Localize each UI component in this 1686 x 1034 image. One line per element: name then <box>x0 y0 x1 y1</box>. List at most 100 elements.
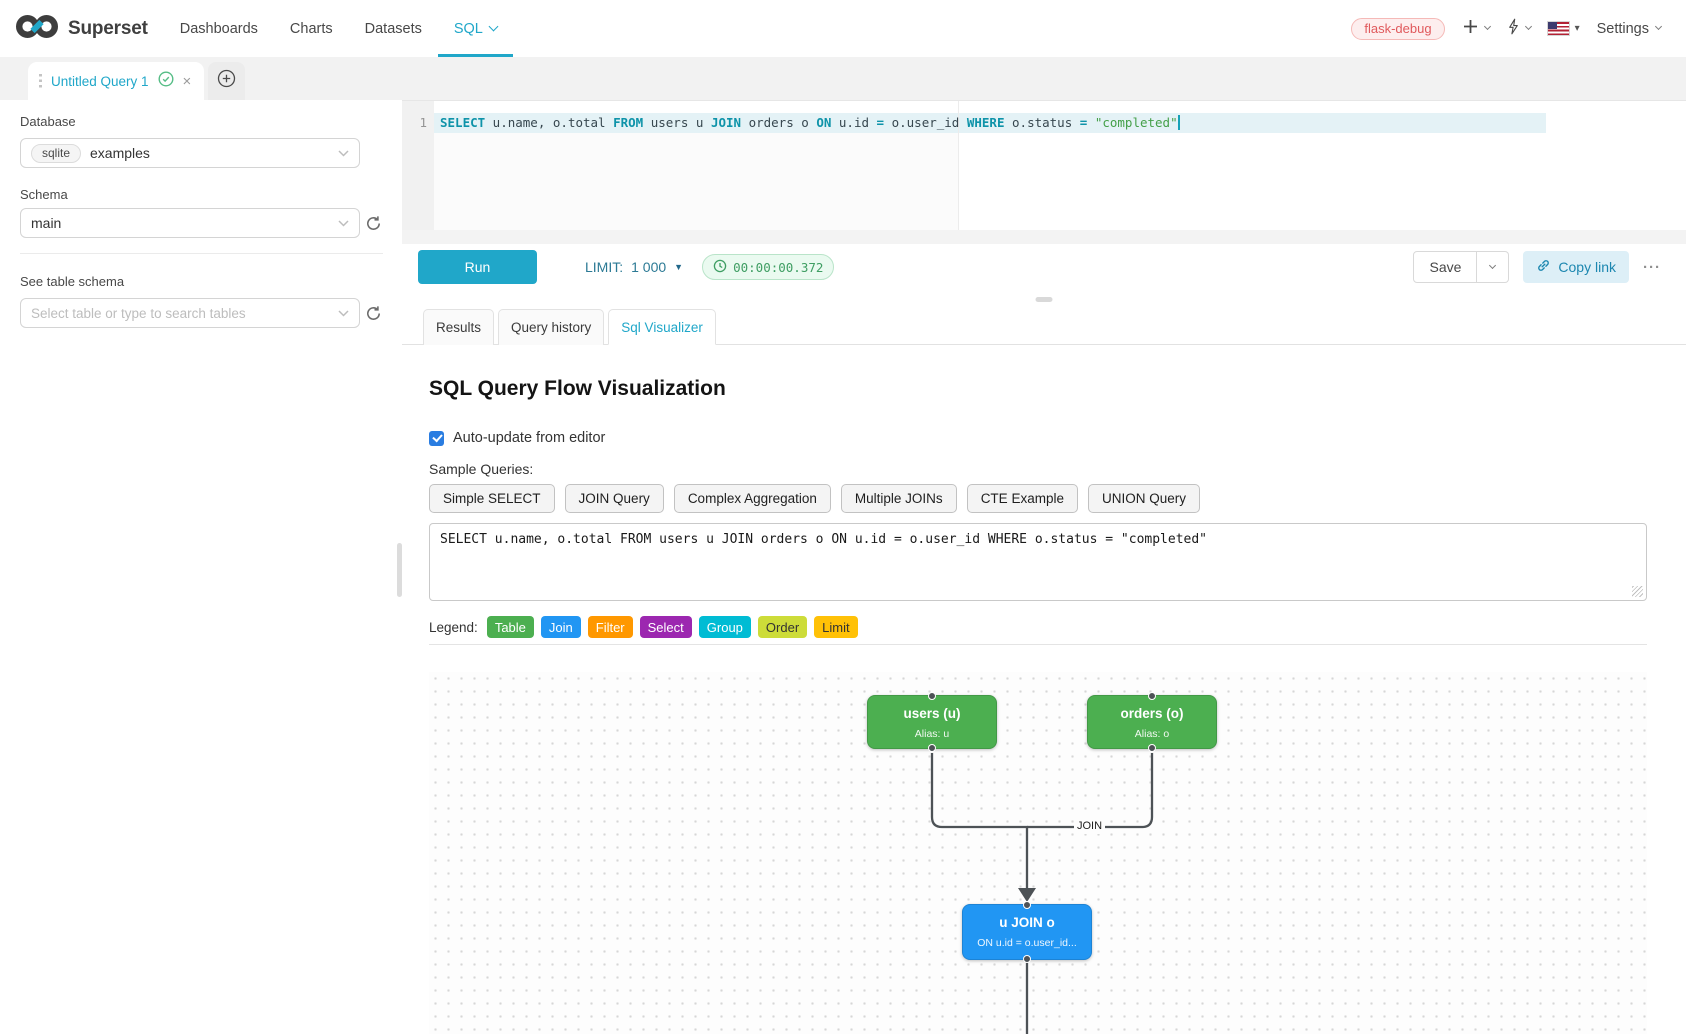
query-tab-untitled[interactable]: Untitled Query 1 × <box>28 62 205 100</box>
navbar: Superset Dashboards Charts Datasets SQL … <box>0 0 1686 57</box>
copy-link-button[interactable]: Copy link <box>1523 251 1629 284</box>
tab-query-history[interactable]: Query history <box>498 309 605 345</box>
navbar-right: flask-debug ▾ Settings <box>1351 17 1663 40</box>
run-button[interactable]: Run <box>418 250 537 285</box>
database-select[interactable]: sqlite examples <box>20 138 360 168</box>
save-dropdown-button[interactable] <box>1477 251 1510 284</box>
resize-drag-handle[interactable] <box>1035 297 1053 303</box>
toolbar-right: Save Copy link ··· <box>1413 251 1661 284</box>
language-picker[interactable]: ▾ <box>1546 21 1580 36</box>
nav-item-dashboards[interactable]: Dashboards <box>179 20 258 37</box>
lightning-icon <box>1507 18 1520 40</box>
nav-item-datasets[interactable]: Datasets <box>364 20 422 37</box>
superset-logo[interactable]: Superset <box>14 13 148 45</box>
workspace: Database sqlite examples Schema main See… <box>0 100 1686 1034</box>
plus-circle-icon <box>217 69 236 93</box>
sample-button-cte-example[interactable]: CTE Example <box>966 484 1078 513</box>
auto-update-checkbox[interactable] <box>429 430 444 446</box>
section-divider <box>429 644 1647 645</box>
sample-query-buttons: Simple SELECT JOIN Query Complex Aggrega… <box>429 484 1647 513</box>
sample-button-join-query[interactable]: JOIN Query <box>564 484 664 513</box>
saved-check-icon <box>158 70 174 92</box>
connection-handle[interactable] <box>1148 692 1156 700</box>
query-toolbar: Run LIMIT: 1 000 ▼ 00:00:00.372 Save <box>402 243 1686 292</box>
connection-handle[interactable] <box>1023 955 1031 963</box>
join-edge-label: JOIN <box>1074 819 1106 834</box>
sidebar-resize-handle[interactable] <box>397 543 402 597</box>
chevron-down-icon <box>338 214 349 232</box>
flow-node-users[interactable]: users (u) Alias: u <box>867 692 997 752</box>
save-button[interactable]: Save <box>1413 251 1478 284</box>
limit-value: 1 000 <box>631 259 667 276</box>
legend: Legend: Table Join Filter Select Group O… <box>429 616 1647 638</box>
legend-badge-join: Join <box>540 616 581 638</box>
flow-edges <box>930 753 1154 1034</box>
plus-icon <box>1462 18 1479 40</box>
caret-down-icon: ▼ <box>674 262 684 273</box>
tab-sql-visualizer[interactable]: Sql Visualizer <box>608 309 716 345</box>
refresh-schemas-button[interactable] <box>364 214 383 233</box>
nav-item-sql[interactable]: SQL <box>437 0 513 57</box>
limit-dropdown[interactable]: LIMIT: 1 000 ▼ <box>585 259 683 275</box>
us-flag-icon <box>1546 21 1570 36</box>
connection-handle[interactable] <box>928 744 936 752</box>
legend-badge-table: Table <box>486 616 534 638</box>
result-tabs: Results Query history Sql Visualizer <box>402 309 1686 345</box>
clock-icon <box>713 259 727 276</box>
flow-node-orders[interactable]: orders (o) Alias: o <box>1087 692 1217 752</box>
refresh-tables-button[interactable] <box>364 304 383 323</box>
schema-label: Schema <box>20 187 68 202</box>
connection-handle[interactable] <box>1023 901 1031 909</box>
node-title: u JOIN o <box>999 915 1055 930</box>
editor-gutter: 1 <box>402 101 434 230</box>
close-tab-icon[interactable]: × <box>182 72 192 90</box>
sql-code-line[interactable]: SELECT u.name, o.total FROM users u JOIN… <box>440 115 1180 130</box>
sample-button-multiple-joins[interactable]: Multiple JOINs <box>840 484 957 513</box>
tab-results[interactable]: Results <box>423 309 495 345</box>
link-icon <box>1536 258 1551 276</box>
connection-handle[interactable] <box>1148 744 1156 752</box>
node-subtitle: ON u.id = o.user_id... <box>977 937 1077 949</box>
sql-lab-shortcut-button[interactable] <box>1507 18 1532 40</box>
drag-handle-icon[interactable] <box>39 73 42 89</box>
query-flow-canvas[interactable]: users (u) Alias: u orders (o) Alias: o J… <box>429 672 1647 1034</box>
save-split-button: Save <box>1413 251 1510 284</box>
add-query-tab-button[interactable] <box>208 62 246 100</box>
query-text-input[interactable]: SELECT u.name, o.total FROM users u JOIN… <box>429 523 1647 601</box>
chevron-down-icon <box>1483 22 1491 31</box>
legend-badge-filter: Filter <box>587 616 633 638</box>
main-nav: Dashboards Charts Datasets SQL <box>179 0 513 57</box>
database-value: examples <box>90 145 150 161</box>
editor-bottom-strip <box>402 229 1686 244</box>
table-select[interactable]: Select table or type to search tables <box>20 298 360 328</box>
sample-button-complex-aggregation[interactable]: Complex Aggregation <box>673 484 831 513</box>
sample-button-union-query[interactable]: UNION Query <box>1087 484 1200 513</box>
node-subtitle: Alias: u <box>914 728 950 740</box>
sample-queries-label: Sample Queries: <box>429 461 534 477</box>
connection-handle[interactable] <box>928 692 936 700</box>
sidebar-divider <box>20 253 383 254</box>
print-margin-line <box>958 101 959 230</box>
settings-menu[interactable]: Settings <box>1597 21 1663 37</box>
chevron-down-icon <box>1654 22 1663 31</box>
legend-label: Legend: <box>429 619 478 635</box>
elapsed-time-value: 00:00:00.372 <box>733 259 824 275</box>
flow-node-join[interactable]: u JOIN o ON u.id = o.user_id... <box>962 901 1092 963</box>
sample-button-simple-select[interactable]: Simple SELECT <box>429 484 555 513</box>
schema-select[interactable]: main <box>20 208 360 238</box>
nav-item-charts[interactable]: Charts <box>289 20 333 37</box>
query-tab-label: Untitled Query 1 <box>51 73 149 89</box>
sql-editor[interactable]: 1 SELECT u.name, o.total FROM users u JO… <box>402 100 1686 230</box>
new-item-button[interactable] <box>1462 18 1491 40</box>
chevron-down-icon <box>338 304 349 322</box>
legend-badge-order: Order <box>757 616 808 638</box>
auto-update-checkbox-row[interactable]: Auto-update from editor <box>429 430 1647 446</box>
more-actions-button[interactable]: ··· <box>1643 258 1661 276</box>
auto-update-label: Auto-update from editor <box>453 430 606 446</box>
legend-badge-select: Select <box>639 616 692 638</box>
results-resize-area <box>402 291 1686 309</box>
legend-badge-group: Group <box>698 616 751 638</box>
database-label: Database <box>20 114 76 129</box>
main-area: 1 SELECT u.name, o.total FROM users u JO… <box>402 100 1686 1034</box>
node-title: orders (o) <box>1120 706 1184 721</box>
